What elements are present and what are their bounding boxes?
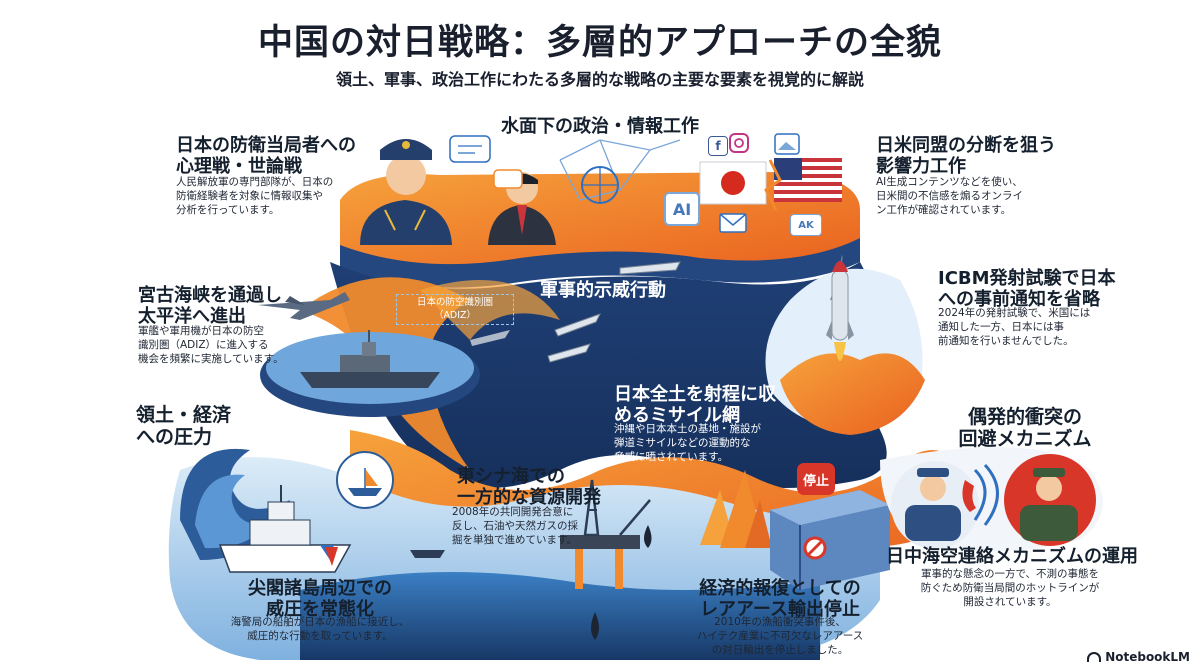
ak-badge-icon: AK (790, 214, 822, 236)
icbm-description: 2024年の発射試験で、米国には 通知した一方、日本には事 前通知を行いませんで… (938, 307, 1091, 347)
miyako-label: 宮古海峡を通過し 太平洋へ進出 (138, 285, 282, 328)
senkaku-description: 海警局の船舶が日本の漁船に接近し、 威圧的な行動を取っています。 (230, 616, 410, 642)
oil-rig-icon (560, 479, 652, 640)
alliance-label: 日米同盟の分断を狙う 影響力工作 (876, 135, 1056, 178)
miyako-description: 軍艦や軍用機が日本の防空 識別圏（ADIZ）に進入する 機会を頻繁に実施していま… (138, 325, 284, 365)
notebooklm-logo-icon (1087, 652, 1102, 662)
brand-label: NotebookLM (1105, 650, 1190, 664)
senkaku-label: 尖閣諸島周辺での 威圧を常態化 (248, 578, 392, 621)
crisis-avoidance-label: 偶発的衝突の 回避メカニズム (958, 406, 1092, 451)
political-ops-label: 水面下の政治・情報工作 (501, 116, 699, 137)
east-china-sea-area (168, 457, 880, 660)
rare-earth-crystal-icon (700, 470, 772, 548)
fishing-boat-bubble-icon (336, 451, 394, 509)
notebooklm-brand: NotebookLM (1087, 650, 1190, 664)
military-label: 軍事的示威行動 (540, 280, 666, 301)
hotline-label: 日中海空連絡メカニズムの運用 (886, 546, 1138, 567)
image-frame-icon (774, 133, 800, 155)
information-network (559, 139, 681, 204)
officers-illustration (360, 139, 556, 245)
page-title: 中国の対日戦略：多層的アプローチの全貌 (257, 23, 942, 63)
fighter-jet-icon (258, 292, 350, 320)
psywar-description: 人民解放軍の専門部隊が、日本の 防衛経験者を対象に情報収集や 分析を行っています… (176, 176, 334, 216)
ai-badge-icon: AI (664, 192, 700, 226)
missile-icon (470, 261, 681, 363)
missile-network-label: 日本全土を射程に収 めるミサイル網 (614, 384, 776, 427)
instagram-icon (729, 133, 749, 153)
miyako-platform (260, 330, 480, 417)
facebook-icon: f (708, 136, 728, 156)
hotline-description: 軍事的な懸念の一方で、不測の事態を 防ぐため防衛当局間のホットラインが 開設され… (920, 568, 1100, 608)
psywar-label: 日本の防衛当局者への 心理戦・世論戦 (176, 135, 356, 178)
small-boat-icon (410, 550, 445, 558)
adiz-label: 日本の防空識別圏 （ADIZ） (396, 294, 514, 326)
coast-guard-ship-icon (218, 485, 352, 573)
email-icon (719, 213, 747, 233)
export-container-icon (770, 490, 890, 590)
japan-flag-icon (699, 161, 767, 205)
chat-bubble-icon (449, 135, 523, 189)
hotline-scene (880, 447, 1103, 552)
missile-network-description: 沖縄や日本本土の基地・施設が 弾道ミサイルなどの運動的な 脅威に晒されています。 (614, 423, 761, 463)
east-china-sea-label: 東シナ海での 一方的な資源開発 (457, 466, 601, 509)
rare-earth-description: 2010年の漁船衝突事件後、 ハイテク産業に不可欠なレアアース の対日輸出を停止… (696, 616, 864, 656)
usa-flag-icon (764, 158, 842, 211)
territory-pressure-label: 領土・経済 への圧力 (136, 404, 232, 449)
stop-sign-icon: 停止 (797, 463, 835, 495)
page-subtitle: 領土、軍事、政治工作にわたる多層的な戦略の主要な要素を視覚的に解説 (335, 70, 864, 89)
east-china-sea-description: 2008年の共同開発合意に 反し、石油や天然ガスの採 掘を単独で進めています。 (452, 506, 578, 546)
rare-earth-label: 経済的報復としての レアアース輸出停止 (699, 578, 861, 621)
icbm-platform (765, 255, 925, 435)
alliance-description: AI生成コンテンツなどを使い、 日米間の不信感を煽るオンライ ン工作が確認されて… (876, 176, 1023, 216)
icbm-label: ICBM発射試験で日本 への事前通知を省略 (938, 268, 1116, 311)
